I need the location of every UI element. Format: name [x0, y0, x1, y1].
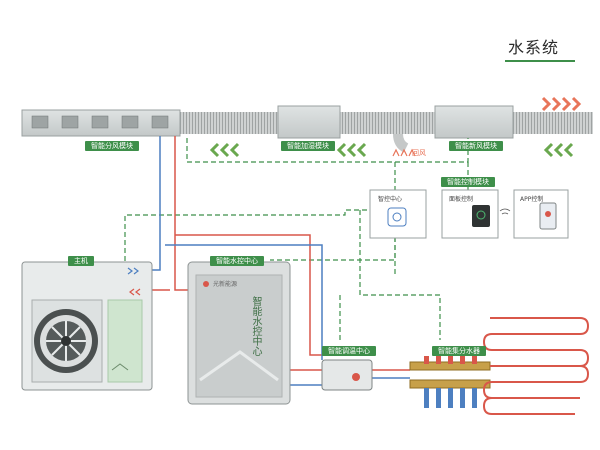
fan-module-label: 智能分风模块 — [85, 141, 139, 151]
orange-arrows — [541, 96, 582, 112]
page-title: 水系统 — [508, 38, 560, 57]
wifi-icon — [499, 208, 511, 215]
temp-control-box — [321, 359, 373, 391]
water-tank — [187, 261, 291, 405]
floor-heating-loops — [482, 317, 590, 415]
air-duct-mid — [340, 112, 435, 134]
control-dashed-lines — [124, 138, 469, 340]
fan-module-vents — [31, 115, 169, 129]
control-center-icon — [387, 207, 407, 227]
fresh-air-module-box — [434, 105, 514, 139]
green-arrows-left — [209, 142, 240, 158]
app-control-text: APP控制 — [520, 196, 544, 203]
water-control-center-label: 智能水控中心 — [210, 256, 264, 266]
air-duct-right — [513, 112, 593, 134]
host-label: 主机 — [68, 256, 94, 266]
air-duct-left — [178, 112, 278, 134]
manifold — [409, 356, 491, 408]
control-center-text: 智控中心 — [378, 196, 403, 203]
green-arrows-mid — [336, 142, 367, 158]
fresh-air-module-label: 智能新风模块 — [449, 141, 503, 151]
humidify-module-label: 智能加湿模块 — [281, 141, 335, 151]
panel-control-panel — [441, 189, 499, 239]
host-arrows — [127, 267, 139, 275]
humidify-module-box — [277, 105, 341, 139]
control-center-panel — [369, 189, 427, 239]
return-air-icon — [392, 148, 416, 157]
phone-icon — [539, 202, 557, 230]
air-duct-branch — [393, 133, 409, 153]
green-arrows-right — [543, 142, 574, 158]
tank-vertical-text: 智能水控中心 — [250, 296, 261, 356]
exhaust-label: 回风 — [412, 149, 426, 157]
tank-brand: 光新能源 — [213, 281, 238, 288]
manifold-label: 智能集分水器 — [432, 346, 486, 356]
temp-control-center-label: 智能调温中心 — [322, 346, 376, 356]
host-unit — [21, 261, 153, 391]
panel-control-text: 面板控制 — [449, 196, 474, 203]
smart-control-module-label: 智能控制模块 — [441, 177, 495, 187]
title-underline — [505, 60, 575, 62]
panel-device-icon — [472, 205, 490, 227]
